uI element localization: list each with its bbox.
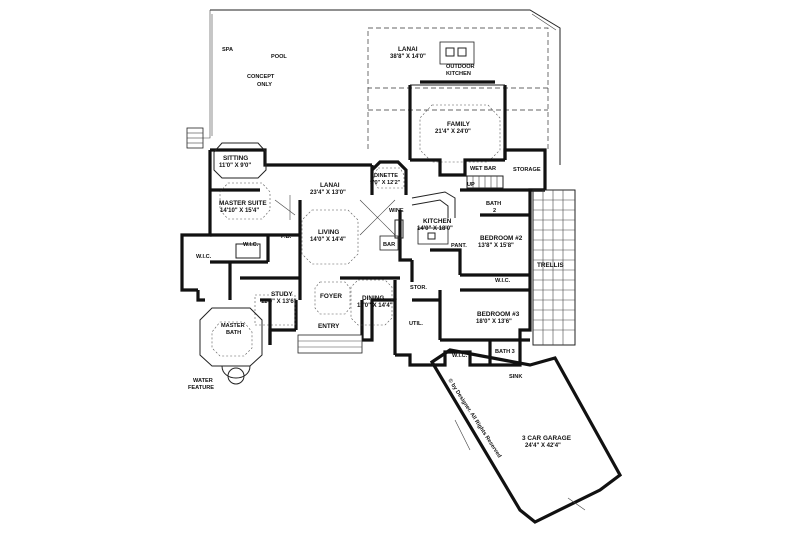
label-pb: P.B. (281, 234, 292, 240)
label-dining-dim: 11'0" X 14'4" (357, 303, 393, 309)
label-up: UP (467, 182, 475, 188)
entry-steps (297, 334, 363, 354)
bar-counter (379, 235, 399, 251)
label-bath2-num: 2 (493, 208, 496, 214)
label-foyer: FOYER (320, 293, 342, 300)
label-master-suite-dim: 14'10" X 15'4" (220, 208, 259, 214)
living-room-details (301, 199, 396, 265)
label-outdoor: OUTDOOR (446, 64, 475, 70)
label-garage-dim: 24'4" X 42'4" (525, 443, 561, 449)
front-rooms (254, 279, 393, 354)
label-sink: SINK (509, 374, 522, 380)
label-living: LIVING (318, 229, 339, 236)
label-bath3: BATH 3 (495, 349, 515, 355)
trellis (532, 189, 576, 346)
family-room-walls (408, 80, 507, 163)
label-sitting-dim: 11'0" X 9'0" (219, 163, 251, 169)
dinette-bay (370, 160, 408, 195)
label-sitting: SITTING (223, 155, 248, 162)
copyright-notice: © by Designer. All Rights Reserved (446, 377, 503, 459)
label-wic-a: W.I.C. (243, 242, 259, 248)
label-outdoor-kitchen: KITCHEN (446, 71, 471, 77)
wet-bar-stair (466, 175, 504, 189)
label-trellis: TRELLIS (537, 262, 564, 269)
label-study-dim: 11'0" X 13'6" (261, 299, 297, 305)
label-dining: DINING (362, 295, 384, 302)
rear-lanai-outline (367, 27, 549, 150)
label-lanai-dim: 23'4" X 13'0" (310, 190, 346, 196)
label-spa: SPA (222, 47, 233, 53)
label-bedroom3-dim: 18'0" X 13'6" (476, 319, 512, 325)
label-wine: WINE (389, 208, 404, 214)
label-storage: STORAGE (513, 167, 541, 173)
outdoor-grill (439, 41, 475, 65)
master-suite-details (213, 142, 296, 259)
label-family: FAMILY (447, 121, 471, 128)
master-bath-details (196, 290, 272, 385)
label-bath2: BATH (486, 201, 501, 207)
label-wet-bar: WET BAR (470, 166, 496, 172)
label-pant: PANT. (451, 243, 467, 249)
label-entry: ENTRY (318, 323, 340, 330)
label-kitchen: KITCHEN (423, 218, 452, 225)
label-living-dim: 14'0" X 14'4" (310, 237, 346, 243)
label-lanai-rear-dim: 38'8" X 14'0" (390, 54, 426, 60)
label-feature: FEATURE (188, 385, 214, 391)
garage-outline (429, 348, 623, 524)
label-lanai: LANAI (320, 182, 340, 189)
label-pool: POOL (271, 54, 287, 60)
label-util: UTIL. (409, 321, 423, 327)
label-dinette: DINETTE (374, 173, 398, 179)
label-concept: CONCEPT (247, 74, 275, 80)
label-water: WATER (193, 378, 213, 384)
label-study: STUDY (271, 291, 293, 298)
label-kitchen-dim: 14'0" X 18'0" (417, 226, 453, 232)
kitchen-details (379, 191, 456, 251)
label-master-suite: MASTER SUITE (219, 200, 267, 207)
label-master-bath-1: MASTER (221, 323, 245, 329)
label-bedroom2-dim: 13'8" X 15'8" (478, 243, 514, 249)
label-only: ONLY (257, 82, 272, 88)
label-bar: BAR (383, 242, 395, 248)
label-lanai-rear: LANAI (398, 46, 418, 53)
label-bedroom2: BEDROOM #2 (480, 235, 523, 242)
label-garage: 3 CAR GARAGE (522, 435, 572, 442)
room-labels: SPA POOL CONCEPT ONLY LANAI 38'8" X 14'0… (188, 46, 572, 460)
label-bedroom3: BEDROOM #3 (477, 311, 520, 318)
label-wic-d: W.I.C. (452, 353, 468, 359)
kitchen-island (417, 227, 449, 245)
pool-deck-outline (186, 9, 561, 165)
label-family-dim: 21'4" X 24'0" (435, 129, 471, 135)
interior-walls (210, 188, 545, 365)
label-wic-c: W.I.C. (196, 254, 212, 260)
label-stor: STOR. (410, 285, 427, 291)
label-wic-b: W.I.C. (495, 278, 511, 284)
label-master-bath-2: BATH (226, 330, 241, 336)
label-dinette-dim: 9'0" X 12'2" (370, 180, 401, 186)
